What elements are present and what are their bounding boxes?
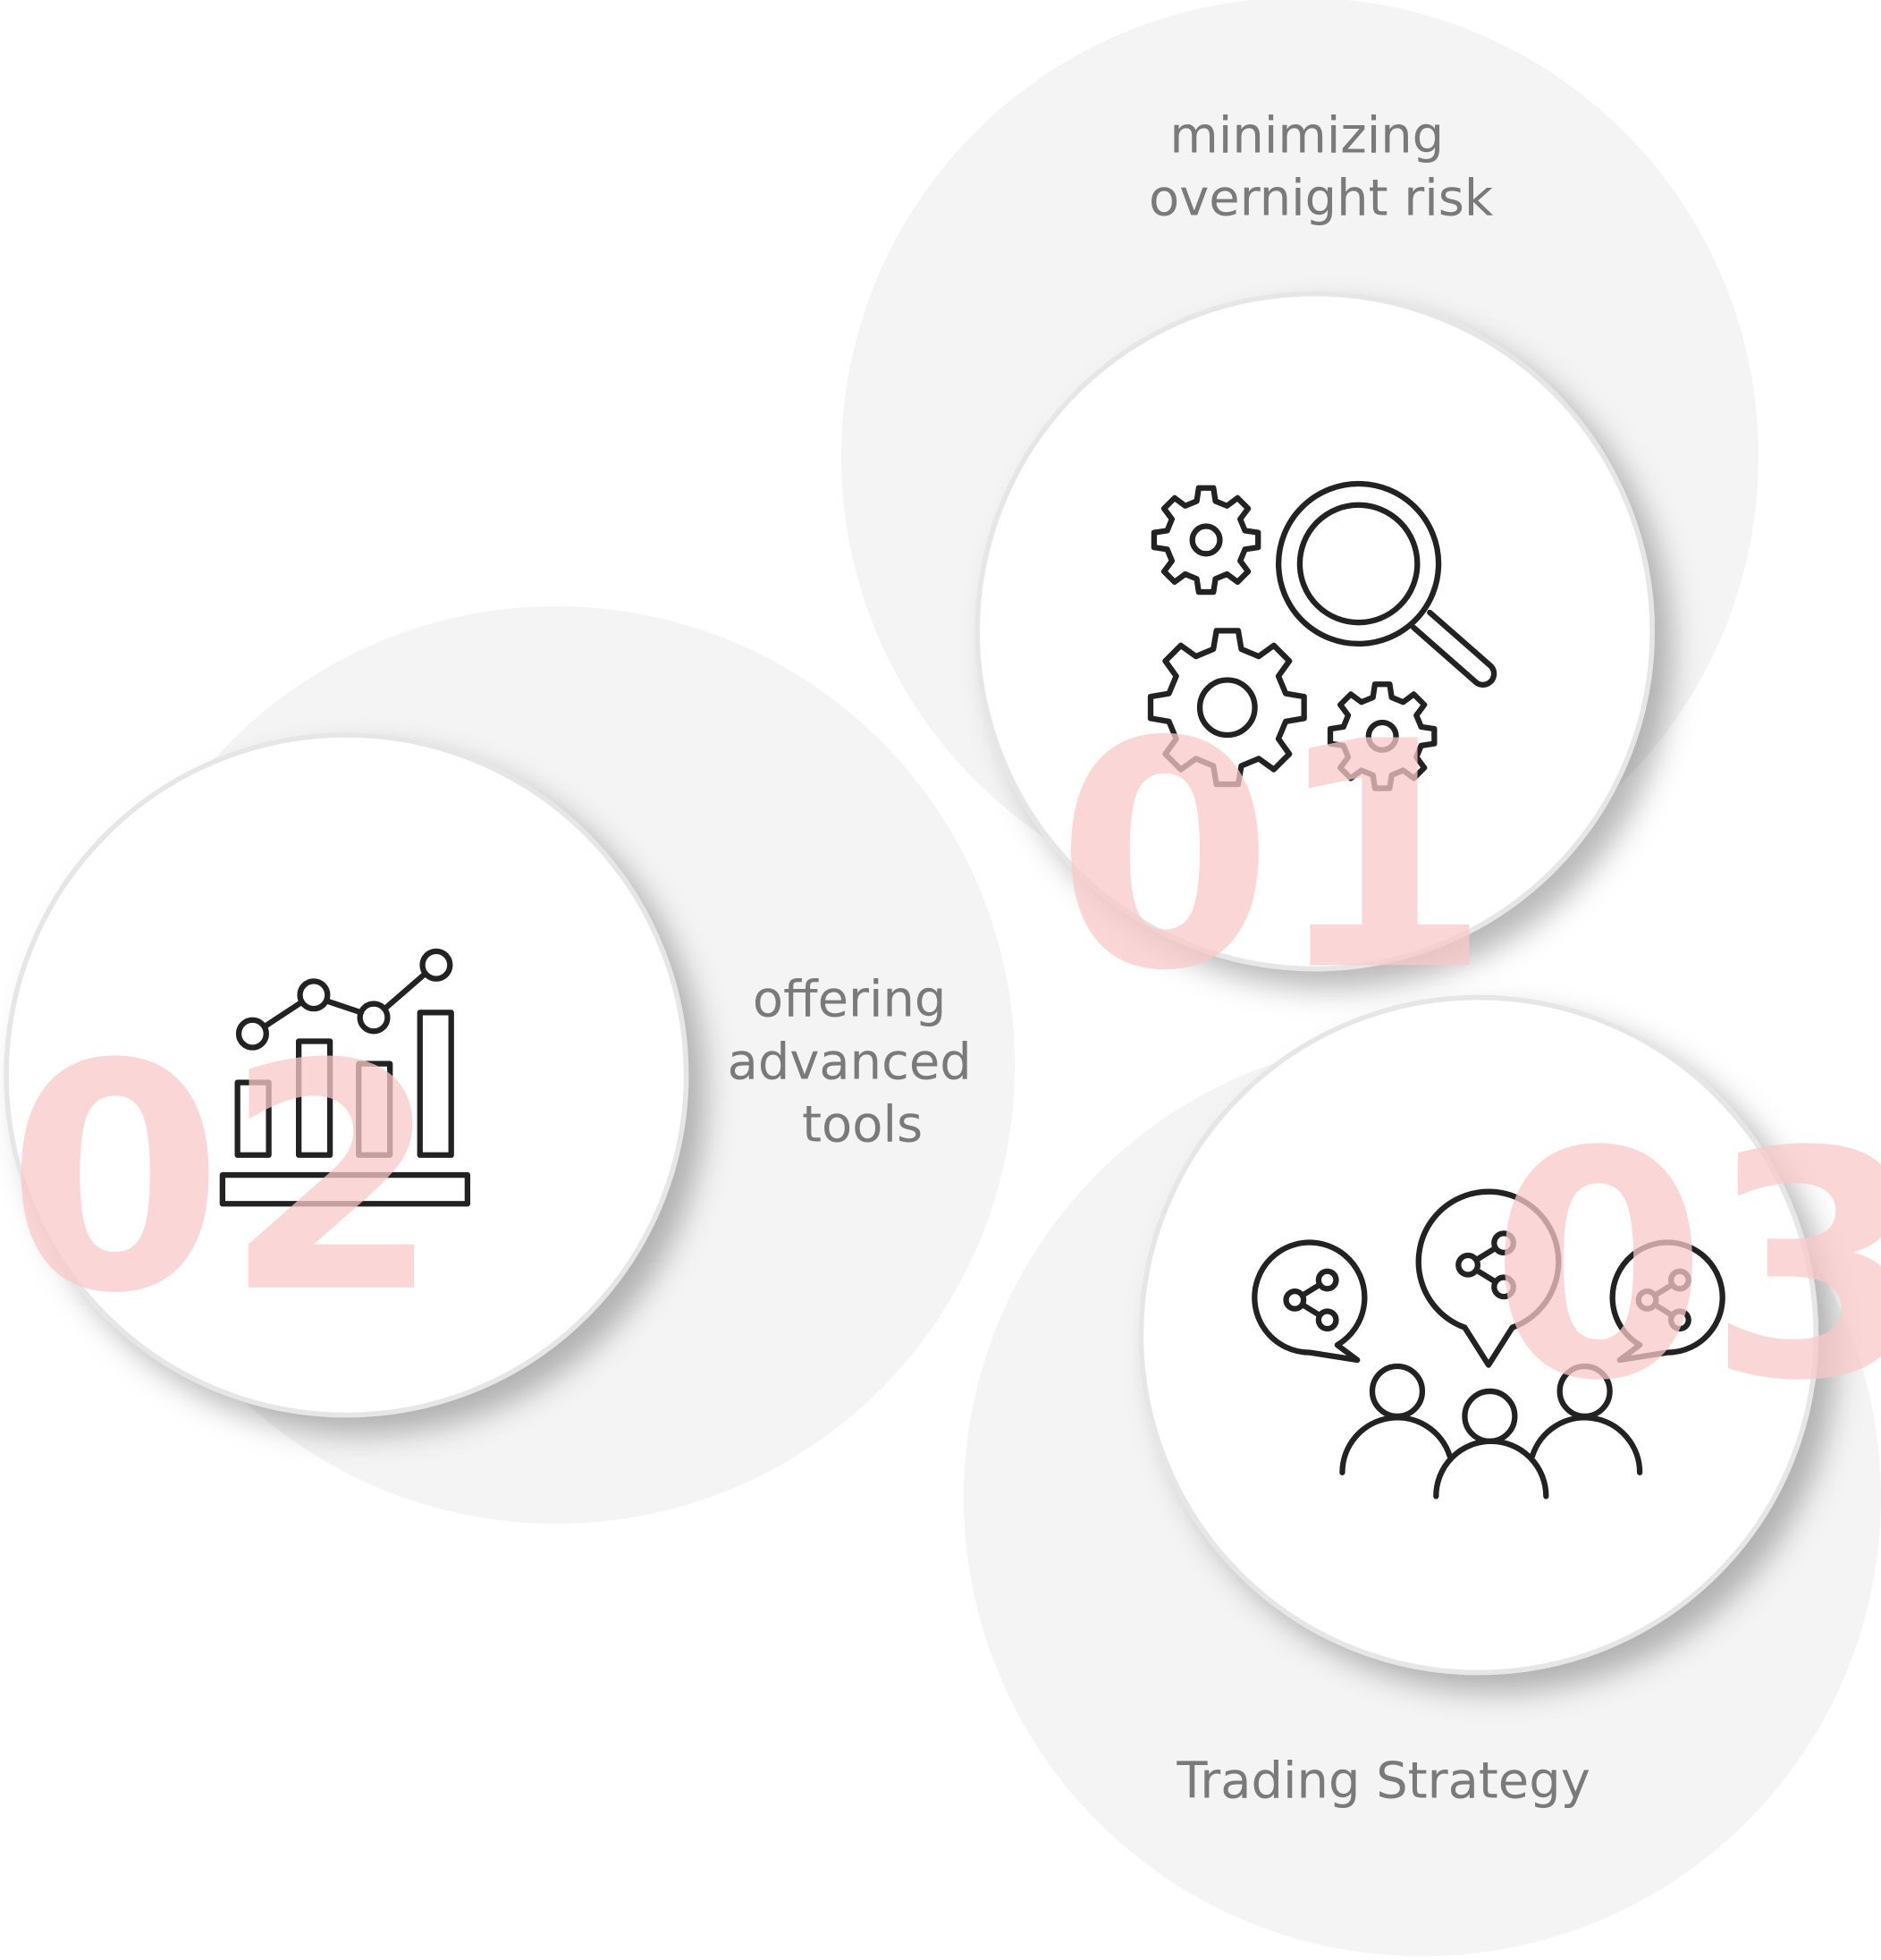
- step-03-circle: [1138, 994, 1819, 1676]
- step-01-label-line-2: overnight risk: [1149, 169, 1494, 227]
- person-icon: [1339, 1363, 1453, 1475]
- share-icon: [1283, 1268, 1339, 1332]
- people-share-bubbles-icon: [1252, 1188, 1725, 1500]
- chart-base: [219, 1171, 471, 1207]
- step-02-number: 02: [6, 999, 441, 1362]
- magnifier-icon: [1276, 480, 1497, 688]
- chart-bar: [234, 1079, 272, 1158]
- speech-bubble: [1415, 1188, 1562, 1368]
- step-02-label-line-2: advanced: [728, 1033, 972, 1091]
- step-01-label: minimizing overnight risk: [1149, 107, 1494, 228]
- person-icon: [1433, 1388, 1549, 1500]
- person-icon: [1529, 1363, 1643, 1475]
- chart-point: [419, 948, 453, 982]
- step-03-label: Trading Strategy: [1176, 1752, 1590, 1810]
- gear-icon: [1147, 628, 1307, 788]
- step-03-number: 03: [1489, 1086, 1881, 1449]
- speech-bubble: [1609, 1239, 1725, 1364]
- gear-icon: [1327, 681, 1438, 791]
- chart-point: [235, 1017, 269, 1051]
- chart-bar: [356, 1060, 393, 1158]
- gears-magnifier-icon: [1147, 480, 1497, 791]
- step-02-label-line-1: offering: [753, 971, 947, 1029]
- share-icon: [1635, 1268, 1691, 1332]
- chart-bar: [296, 1038, 333, 1158]
- chart-trend-line: [262, 972, 427, 1029]
- gear-hole: [1189, 523, 1223, 557]
- gear-hole: [1196, 677, 1258, 739]
- step-02-label: offering advanced tools: [728, 971, 988, 1154]
- gear-hole: [1365, 719, 1399, 753]
- step-02-circle: [4, 732, 689, 1418]
- speech-bubble: [1252, 1239, 1368, 1364]
- gear-icon: [1151, 485, 1261, 596]
- bar-line-chart-icon: [219, 948, 471, 1207]
- step-03-label-line-1: Trading Strategy: [1176, 1752, 1590, 1810]
- chart-point: [357, 1001, 391, 1035]
- step-01-number: 01: [1056, 676, 1490, 1039]
- step-01-label-line-1: minimizing: [1169, 107, 1444, 165]
- chart-point: [297, 978, 331, 1012]
- share-icon: [1455, 1230, 1516, 1300]
- chart-bar: [417, 1010, 454, 1158]
- step-02-label-line-3: tools: [802, 1095, 923, 1153]
